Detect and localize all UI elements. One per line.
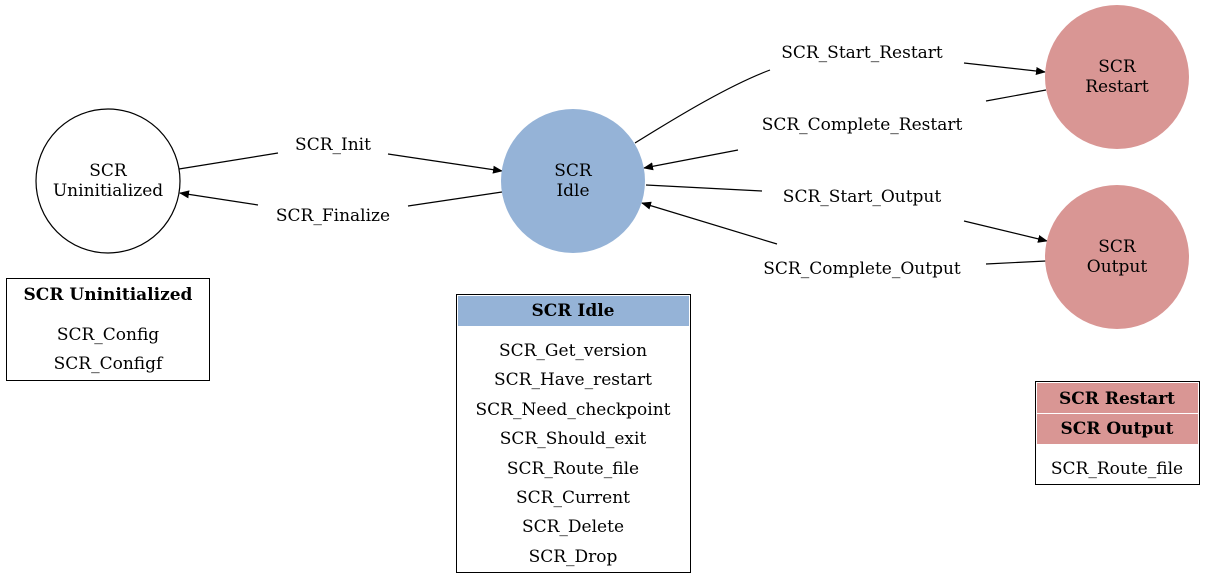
node-idle: SCR Idle	[501, 109, 645, 253]
edge-label-finalize: SCR_Finalize	[276, 206, 390, 226]
edge-complete-restart-line2	[643, 149, 739, 171]
edge-start-output-line1	[645, 184, 763, 192]
box-uninitialized-item: SCR_Config	[57, 325, 159, 345]
node-uninitialized: SCR Uninitialized	[35, 108, 181, 254]
box-uninitialized-title: SCR Uninitialized	[24, 285, 193, 305]
edge-start-restart-line1	[634, 69, 771, 144]
edge-complete-output-line1	[985, 260, 1047, 265]
box-idle: SCR Idle SCR_Get_version SCR_Have_restar…	[456, 294, 691, 573]
box-idle-frame	[456, 294, 691, 573]
node-uninitialized-label-1: SCR	[89, 161, 128, 181]
edge-start-output-line2	[963, 220, 1048, 243]
box-restart-title: SCR Restart	[1059, 389, 1175, 409]
box-uninitialized-frame	[6, 278, 210, 381]
edge-finalize-line1	[407, 191, 503, 207]
edge-label-complete-restart: SCR_Complete_Restart	[762, 115, 963, 135]
node-output-circle	[1045, 185, 1189, 329]
box-restart-output: SCR Restart SCR Output SCR_Route_file	[1035, 381, 1200, 485]
edge-labels: SCR_Init SCR_Finalize SCR_Start_Restart …	[276, 43, 963, 279]
node-idle-label-2: Idle	[556, 181, 589, 201]
edges	[178, 62, 1048, 265]
node-restart-label-1: SCR	[1098, 57, 1137, 77]
box-idle-item: SCR_Get_version	[499, 341, 647, 361]
box-uninitialized: SCR Uninitialized SCR_Config SCR_Configf	[6, 278, 210, 381]
node-output-label-1: SCR	[1098, 237, 1137, 257]
edge-label-init: SCR_Init	[295, 135, 371, 155]
edge-label-start-output: SCR_Start_Output	[783, 187, 942, 207]
edge-start-restart-line2	[963, 62, 1046, 75]
box-idle-item: SCR_Drop	[529, 547, 618, 567]
edge-finalize-line2	[179, 190, 259, 206]
box-idle-item: SCR_Need_checkpoint	[475, 400, 670, 420]
node-restart: SCR Restart	[1045, 5, 1189, 149]
edge-complete-restart-line1	[985, 89, 1047, 102]
node-output: SCR Output	[1045, 185, 1189, 329]
box-idle-header	[458, 296, 689, 326]
edge-init-line2	[387, 153, 503, 174]
edge-label-complete-output: SCR_Complete_Output	[763, 259, 961, 279]
box-output-title: SCR Output	[1061, 419, 1174, 439]
box-idle-item: SCR_Current	[516, 488, 630, 508]
box-idle-item: SCR_Should_exit	[500, 429, 647, 449]
box-idle-title: SCR Idle	[532, 301, 615, 321]
node-uninitialized-circle	[35, 108, 181, 254]
box-uninitialized-item: SCR_Configf	[54, 354, 164, 374]
edge-init-line1	[178, 152, 279, 170]
box-idle-item: SCR_Have_restart	[494, 370, 652, 390]
box-restart-output-item: SCR_Route_file	[1051, 459, 1183, 479]
edge-complete-output-line2	[641, 201, 778, 245]
node-idle-circle	[501, 109, 645, 253]
box-restart-header	[1037, 383, 1198, 413]
node-restart-circle	[1045, 5, 1189, 149]
box-output-header	[1037, 414, 1198, 444]
box-idle-item: SCR_Delete	[522, 517, 624, 537]
node-uninitialized-label-2: Uninitialized	[53, 181, 163, 201]
node-idle-label-1: SCR	[554, 161, 593, 181]
node-output-label-2: Output	[1087, 257, 1148, 277]
edge-label-start-restart: SCR_Start_Restart	[781, 43, 943, 63]
box-idle-item: SCR_Route_file	[507, 459, 639, 479]
node-restart-label-2: Restart	[1085, 77, 1149, 97]
